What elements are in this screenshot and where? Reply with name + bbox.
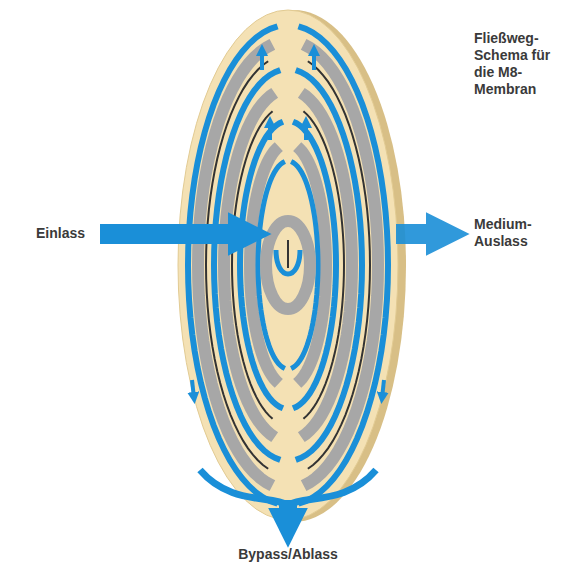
flow-arrow [260, 50, 264, 70]
diagram-title: Fließweg-Schema für die M8-Membran [474, 30, 572, 98]
flow-arrow [268, 122, 272, 140]
flow-label: Medium-Auslass [474, 216, 570, 250]
center-channel [266, 221, 310, 309]
outlet-arrow [396, 224, 430, 244]
flow-arrow [304, 122, 308, 140]
flow-label: Einlass [36, 225, 98, 242]
center-divider [287, 240, 289, 268]
bypass-merge [200, 470, 376, 505]
bypass-arrow [279, 500, 297, 512]
flow-arrow [192, 380, 194, 398]
flow-arrow [382, 380, 384, 398]
flow-label: Bypass/Ablass [200, 546, 376, 563]
inlet-arrow [100, 224, 232, 244]
flow-channels [188, 26, 388, 503]
membrane-disc [178, 10, 398, 520]
flow-arrow [312, 50, 316, 70]
